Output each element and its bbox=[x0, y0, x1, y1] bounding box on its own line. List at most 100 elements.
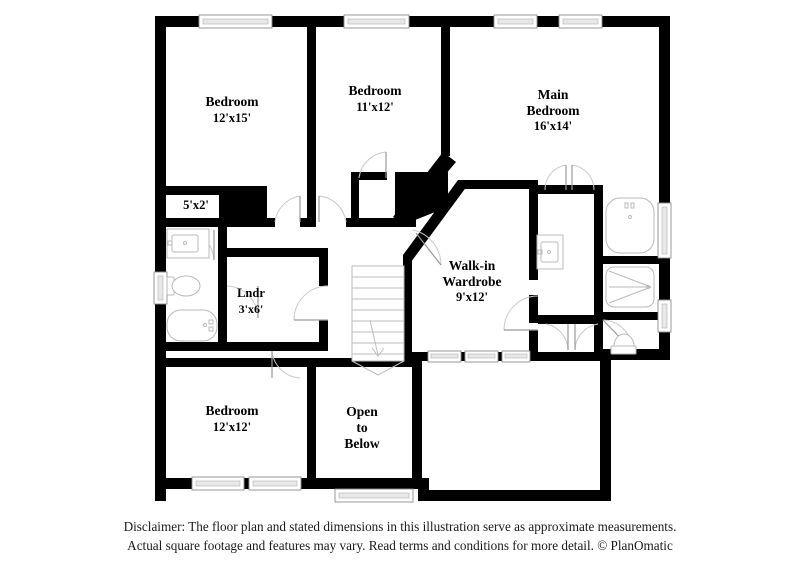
interior-wall-hall-stub1 bbox=[307, 186, 316, 227]
interior-wall-diagonal-upper bbox=[393, 152, 456, 224]
interior-wall-bed2-main bbox=[441, 16, 450, 156]
exterior-wall-right-lower bbox=[600, 349, 611, 501]
main-bath-tub bbox=[605, 197, 655, 254]
hall-bath-tub bbox=[166, 309, 218, 342]
door-bedroom-1 bbox=[274, 195, 301, 223]
open-to-below-line-2: to bbox=[356, 420, 367, 435]
bedroom-1-name: Bedroom bbox=[206, 94, 260, 109]
door-bath-right bbox=[574, 323, 599, 351]
closet-wall-bed2-left bbox=[351, 172, 359, 227]
hall-bath-sink bbox=[166, 228, 210, 259]
interior-wall-closet-bottom bbox=[166, 218, 267, 227]
bedroom-1-dimensions: 12'x15' bbox=[213, 111, 251, 125]
window-top-1 bbox=[198, 14, 273, 29]
interior-wall-main-bath-left bbox=[594, 185, 603, 330]
exterior-wall-bottom-step bbox=[418, 478, 429, 501]
label-open-to-below: Open to Below bbox=[344, 404, 379, 451]
window-bottom-1 bbox=[191, 476, 245, 491]
interior-wall-wc-left bbox=[594, 330, 603, 361]
door-wardrobe bbox=[503, 295, 539, 331]
door-hall-bathroom bbox=[226, 285, 259, 319]
label-walk-in-wardrobe: Walk-in Wardrobe 9'x12' bbox=[442, 258, 501, 304]
main-bedroom-name-line-1: Main bbox=[538, 87, 569, 102]
doors-group bbox=[181, 151, 633, 379]
label-main-bedroom: Main Bedroom 16'x14' bbox=[527, 87, 581, 133]
window-interior-3 bbox=[501, 350, 531, 363]
window-bottom-3 bbox=[334, 488, 414, 503]
main-bedroom-name-line-2: Bedroom bbox=[527, 103, 581, 118]
bedroom-3-name: Bedroom bbox=[206, 403, 260, 418]
laundry-dimensions: 3'x6' bbox=[239, 302, 264, 316]
interior-wall-closet-top bbox=[166, 186, 246, 195]
interior-wall-laundry-right-upper bbox=[319, 248, 328, 286]
bedroom-2-dimensions: 11'x12' bbox=[356, 100, 394, 114]
disclaimer-line-2: Actual square footage and features may v… bbox=[127, 537, 673, 553]
closet-wall-bed2-bottom bbox=[351, 218, 416, 227]
label-bedroom-1: Bedroom 12'x15' bbox=[206, 94, 260, 125]
bedroom-2-name: Bedroom bbox=[349, 83, 403, 98]
door-vestibule-top-right bbox=[571, 164, 595, 191]
fixtures-group bbox=[166, 197, 655, 376]
exterior-wall-right bbox=[659, 16, 670, 360]
interior-wall-main-bath-bottom bbox=[538, 315, 600, 324]
window-right-1 bbox=[657, 202, 672, 259]
exterior-wall-bottom-right bbox=[418, 490, 611, 501]
label-laundry: Lndr 3'x6' bbox=[237, 286, 265, 316]
interior-wall-bed3-top bbox=[166, 358, 316, 367]
interior-wall-bath-sep-shower-wc bbox=[603, 312, 661, 320]
interior-wall-wardrobe-right-upper bbox=[529, 180, 538, 280]
window-right-2 bbox=[657, 299, 672, 333]
interior-wall-hall-b bbox=[300, 218, 316, 227]
door-bedroom-3 bbox=[271, 350, 301, 379]
interior-wall-hall-a bbox=[267, 218, 275, 227]
interior-wall-bath-right bbox=[218, 227, 227, 351]
main-bedroom-dimensions: 16'x14' bbox=[534, 119, 572, 133]
interior-wall-open-top bbox=[316, 358, 422, 367]
label-bedroom-3: Bedroom 12'x12' bbox=[206, 403, 260, 434]
bedroom-3-dimensions: 12'x12' bbox=[213, 420, 251, 434]
interior-wall-open-right bbox=[412, 358, 422, 489]
room-labels-group: Bedroom 12'x15' Bedroom 11'x12' Main Bed… bbox=[183, 83, 580, 451]
window-interior-1 bbox=[427, 350, 462, 363]
wardrobe-sink bbox=[536, 234, 564, 270]
staircase bbox=[351, 265, 405, 376]
interior-wall-vestibule-bottom bbox=[538, 352, 604, 361]
walls-group bbox=[155, 16, 670, 501]
interior-wall-laundry-right-lower bbox=[319, 320, 328, 351]
interior-wall-vestibule-left bbox=[529, 330, 538, 361]
label-bedroom-2: Bedroom 11'x12' bbox=[349, 83, 403, 114]
interior-wall-laundry-top bbox=[218, 248, 328, 257]
door-vestibule-top-left bbox=[544, 164, 567, 191]
interior-wall-laundry-bottom bbox=[166, 342, 328, 351]
interior-wall-wardrobe-left bbox=[403, 255, 412, 361]
label-closet: 5'x2' bbox=[183, 198, 209, 212]
window-bottom-2 bbox=[248, 476, 302, 491]
wardrobe-name-line-2: Wardrobe bbox=[442, 274, 501, 289]
door-main-bedroom bbox=[412, 229, 442, 266]
exterior-wall-top bbox=[155, 16, 670, 27]
windows-group bbox=[153, 14, 672, 503]
wardrobe-name-line-1: Walk-in bbox=[449, 258, 496, 273]
interior-wall-wardrobe-right-lower bbox=[529, 295, 538, 323]
wardrobe-dimensions: 9'x12' bbox=[456, 290, 488, 304]
window-top-2 bbox=[343, 14, 410, 29]
closet-dimensions: 5'x2' bbox=[183, 198, 209, 212]
window-left-1 bbox=[153, 271, 168, 305]
interior-wall-bed1-bed2 bbox=[307, 16, 316, 212]
exterior-wall-left bbox=[155, 16, 166, 501]
interior-wall-wardrobe-diagonal bbox=[403, 180, 467, 262]
interior-wall-bath-sep-tub-shower bbox=[603, 256, 661, 264]
door-closet-bedroom-2 bbox=[358, 151, 387, 179]
laundry-name: Lndr bbox=[237, 286, 265, 300]
main-bath-toilet bbox=[610, 333, 637, 355]
interior-wall-main-wardrobe-top bbox=[458, 180, 538, 189]
window-top-3 bbox=[493, 14, 538, 29]
closet-fill-bedroom1 bbox=[219, 186, 267, 218]
door-laundry bbox=[293, 285, 329, 321]
interior-wall-main-bath-top bbox=[538, 185, 600, 194]
door-bath-left bbox=[545, 323, 569, 351]
door-bedroom-2 bbox=[318, 195, 347, 223]
main-bath-shower bbox=[605, 266, 655, 308]
